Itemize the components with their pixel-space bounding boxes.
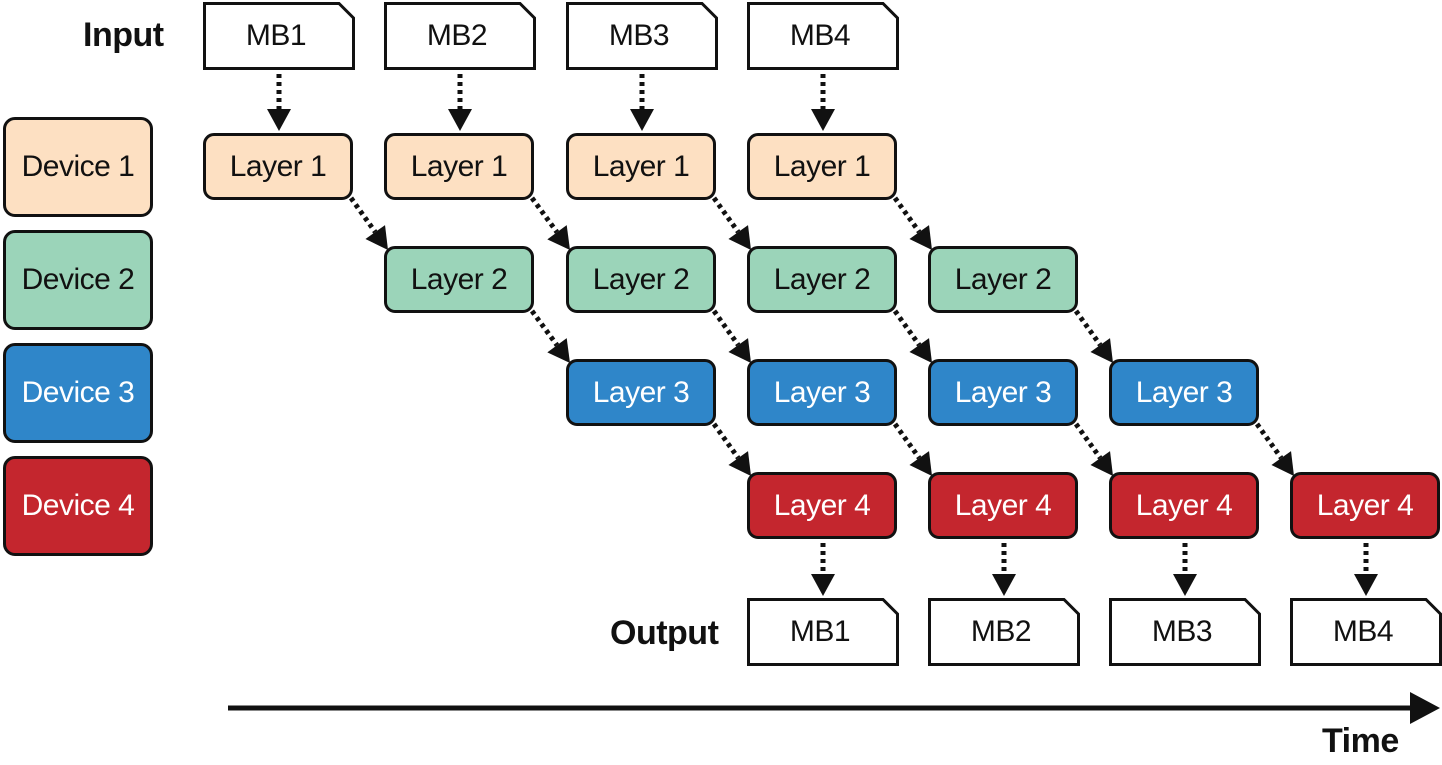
layer-3-mb4-box: Layer 3 xyxy=(1109,359,1259,426)
time-axis-arrow xyxy=(228,692,1440,724)
output-label: Output xyxy=(610,614,719,652)
layer-3-mb3-box: Layer 3 xyxy=(928,359,1078,426)
layer-2-to-3-mb3-arrow xyxy=(892,309,932,363)
layer-1-to-2-mb3-arrow xyxy=(711,196,751,250)
time-label: Time xyxy=(1322,722,1399,760)
output-mb4: MB4 xyxy=(1290,598,1442,666)
layer-4-mb3-box: Layer 4 xyxy=(1109,472,1259,539)
output-mb2: MB2 xyxy=(928,598,1080,666)
input-mb1-label: MB1 xyxy=(245,19,307,52)
layer-2-mb1-box: Layer 2 xyxy=(384,246,534,313)
input-mb2-arrow xyxy=(448,74,472,131)
input-label: Input xyxy=(83,16,164,54)
layer-1-mb1-box: Layer 1 xyxy=(203,133,353,200)
layer-3-mb2-box: Layer 3 xyxy=(747,359,897,426)
layer-3-to-4-mb4-arrow xyxy=(1254,422,1294,476)
output-mb2-label: MB2 xyxy=(970,615,1032,648)
layer-4-mb1-box: Layer 4 xyxy=(747,472,897,539)
device-1-box: Device 1 xyxy=(3,117,153,217)
layer-2-to-3-mb4-arrow xyxy=(1073,309,1113,363)
input-mb3-label: MB3 xyxy=(608,19,670,52)
output-mb3: MB3 xyxy=(1109,598,1261,666)
layer-1-mb3-box: Layer 1 xyxy=(566,133,716,200)
layer-3-to-4-mb1-arrow xyxy=(711,422,751,476)
layer-2-mb2-box: Layer 2 xyxy=(566,246,716,313)
output-mb3-label: MB3 xyxy=(1151,615,1213,648)
input-mb3-arrow xyxy=(630,74,654,131)
layer-2-mb4-box: Layer 2 xyxy=(928,246,1078,313)
layer-4-mb4-box: Layer 4 xyxy=(1290,472,1440,539)
layer-1-to-2-mb4-arrow xyxy=(892,196,932,250)
output-mb1: MB1 xyxy=(747,598,899,666)
input-mb4-arrow xyxy=(811,74,835,131)
input-mb4: MB4 xyxy=(747,2,899,70)
output-mb1-arrow xyxy=(811,543,835,596)
output-mb4-label: MB4 xyxy=(1332,615,1394,648)
layer-1-to-2-mb1-arrow xyxy=(348,196,388,250)
layer-1-to-2-mb2-arrow xyxy=(529,196,570,250)
input-mb2: MB2 xyxy=(384,2,536,70)
input-mb3: MB3 xyxy=(566,2,718,70)
input-mb2-label: MB2 xyxy=(426,19,488,52)
output-mb4-arrow xyxy=(1354,543,1378,596)
layer-4-mb2-box: Layer 4 xyxy=(928,472,1078,539)
input-mb4-label: MB4 xyxy=(789,19,851,52)
input-mb1-arrow xyxy=(267,74,291,131)
layer-2-mb3-box: Layer 2 xyxy=(747,246,897,313)
layer-1-mb4-box: Layer 1 xyxy=(747,133,897,200)
device-2-box: Device 2 xyxy=(3,230,153,330)
layer-1-mb2-box: Layer 1 xyxy=(384,133,534,200)
device-4-box: Device 4 xyxy=(3,456,153,556)
layer-2-to-3-mb1-arrow xyxy=(529,309,570,363)
input-mb1: MB1 xyxy=(203,2,355,70)
output-mb1-label: MB1 xyxy=(789,615,851,648)
output-mb3-arrow xyxy=(1173,543,1197,596)
layer-2-to-3-mb2-arrow xyxy=(711,309,751,363)
layer-3-mb1-box: Layer 3 xyxy=(566,359,716,426)
layer-3-to-4-mb2-arrow xyxy=(892,422,932,476)
layer-3-to-4-mb3-arrow xyxy=(1073,422,1113,476)
output-mb2-arrow xyxy=(992,543,1016,596)
device-3-box: Device 3 xyxy=(3,343,153,443)
